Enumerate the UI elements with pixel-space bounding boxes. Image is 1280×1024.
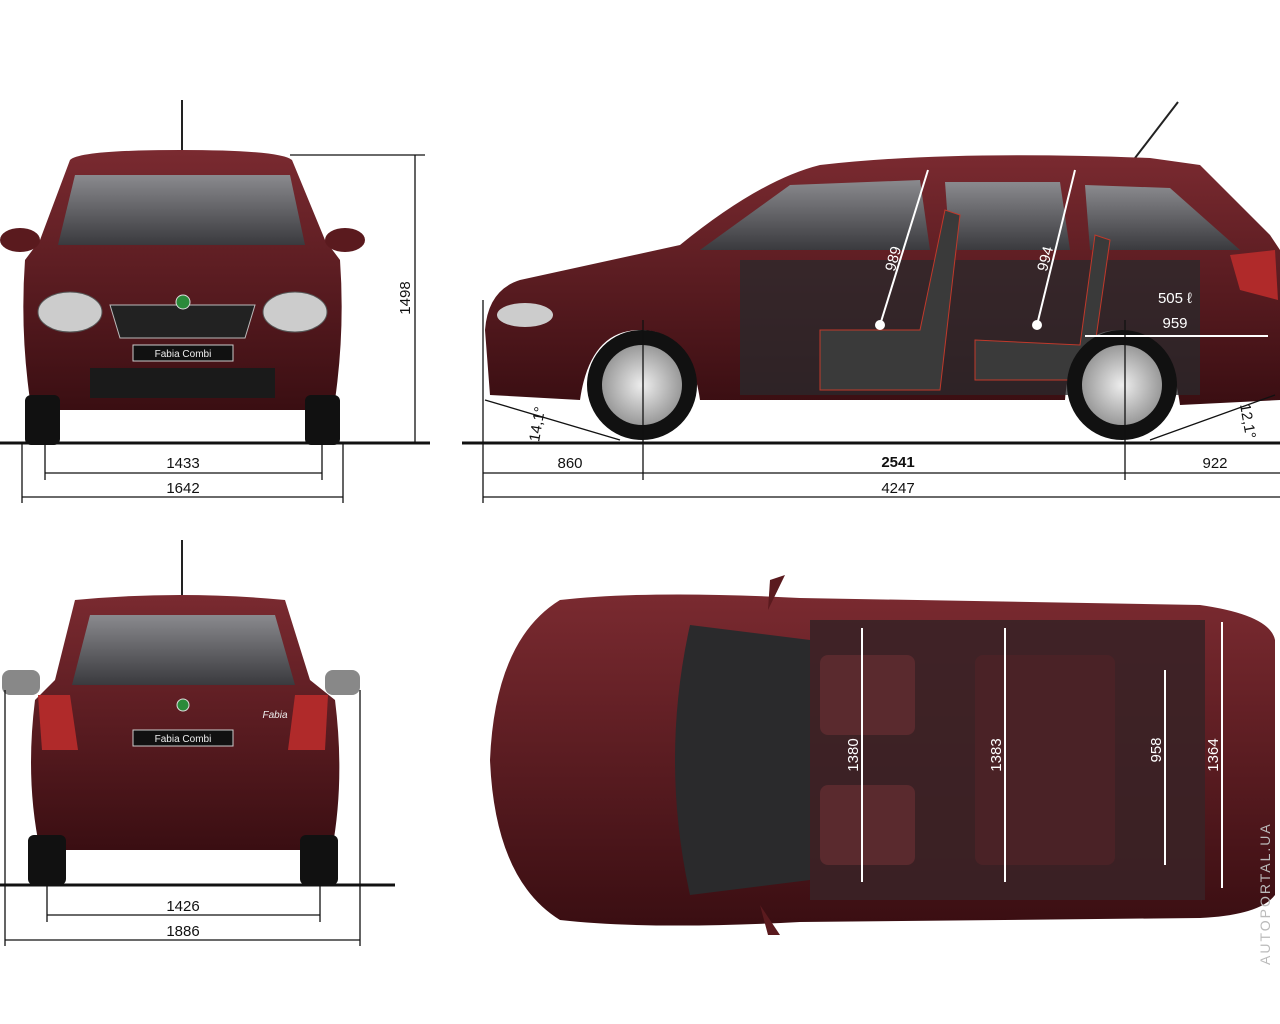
- approach-angle-label: 14,1°: [526, 405, 549, 443]
- driver-seat: [820, 655, 915, 735]
- width-label: 1642: [166, 480, 199, 497]
- rear-rim: [1082, 345, 1162, 425]
- tail-light: [1230, 250, 1278, 300]
- front-headroom-label: 989: [882, 245, 905, 274]
- front-seat: [819, 209, 961, 391]
- wheel-arch-width-label: 958: [1148, 737, 1165, 762]
- rear-bench: [975, 655, 1115, 865]
- front-headroom-arrow: [879, 169, 929, 326]
- height-label: 1498: [397, 281, 414, 314]
- rear-window: [72, 615, 295, 685]
- left-tail-light: [38, 695, 78, 750]
- width-with-mirrors-label: 1886: [166, 923, 199, 940]
- left-headlight: [37, 291, 103, 333]
- front-plate-text: Fabia Combi: [155, 349, 212, 360]
- rear-side-window: [945, 182, 1070, 250]
- left-tire: [25, 395, 60, 445]
- antenna: [1134, 101, 1179, 159]
- front-plate: [132, 344, 234, 362]
- right-tail-light: [288, 695, 328, 750]
- rear-view: Fabia Fabia Combi 1426 1886: [0, 540, 395, 946]
- right-mirror: [325, 228, 365, 252]
- length-label: 4247: [881, 480, 914, 497]
- windshield: [675, 625, 810, 895]
- side-view: 989 994 505 ℓ 959 14,1° 12,1° 860 2541 9…: [462, 101, 1280, 503]
- headlight: [497, 303, 553, 327]
- right-tire: [300, 835, 338, 885]
- departure-angle-label: 12,1°: [1236, 402, 1259, 440]
- rear-interior-width-label: 1383: [988, 738, 1005, 771]
- lower-grille: [90, 368, 275, 398]
- rear-overhang-label: 922: [1202, 455, 1227, 472]
- left-mirror: [0, 228, 40, 252]
- skoda-logo: [175, 294, 191, 310]
- right-headlight: [262, 291, 328, 333]
- right-mirror: [760, 905, 780, 935]
- front-grille: [109, 304, 256, 339]
- watermark: AUTOPORTAL.UA: [1257, 822, 1273, 965]
- front-interior-width-label: 1380: [845, 738, 862, 771]
- front-rim: [602, 345, 682, 425]
- wheelbase-label: 2541: [881, 454, 914, 471]
- rear-plate: [132, 729, 234, 747]
- rear-headroom-arrow: [1036, 169, 1076, 326]
- luggage-length-label: 959: [1162, 315, 1187, 332]
- luggage-volume-label: 505 ℓ: [1158, 290, 1192, 307]
- rear-quarter-window: [1085, 185, 1240, 250]
- top-view: 1380 1383 958 1364: [490, 575, 1275, 935]
- right-mirror: [325, 670, 360, 695]
- rear-headroom-label: 994: [1034, 245, 1057, 274]
- front-view: Fabia Combi 1498 1433 1642: [0, 100, 430, 503]
- left-tire: [28, 835, 66, 885]
- windshield: [58, 175, 305, 245]
- left-mirror: [2, 670, 40, 695]
- front-overhang-label: 860: [557, 455, 582, 472]
- rear-seat: [974, 234, 1111, 381]
- skoda-logo: [176, 698, 190, 712]
- right-tire: [305, 395, 340, 445]
- front-side-window: [700, 180, 930, 250]
- rear-plate-text: Fabia Combi: [155, 734, 212, 745]
- passenger-seat: [820, 785, 915, 865]
- left-mirror: [768, 575, 785, 610]
- rear-track-label: 1426: [166, 898, 199, 915]
- model-badge: Fabia: [262, 710, 287, 721]
- front-track-label: 1433: [166, 455, 199, 472]
- boot-width-label: 1364: [1205, 738, 1222, 771]
